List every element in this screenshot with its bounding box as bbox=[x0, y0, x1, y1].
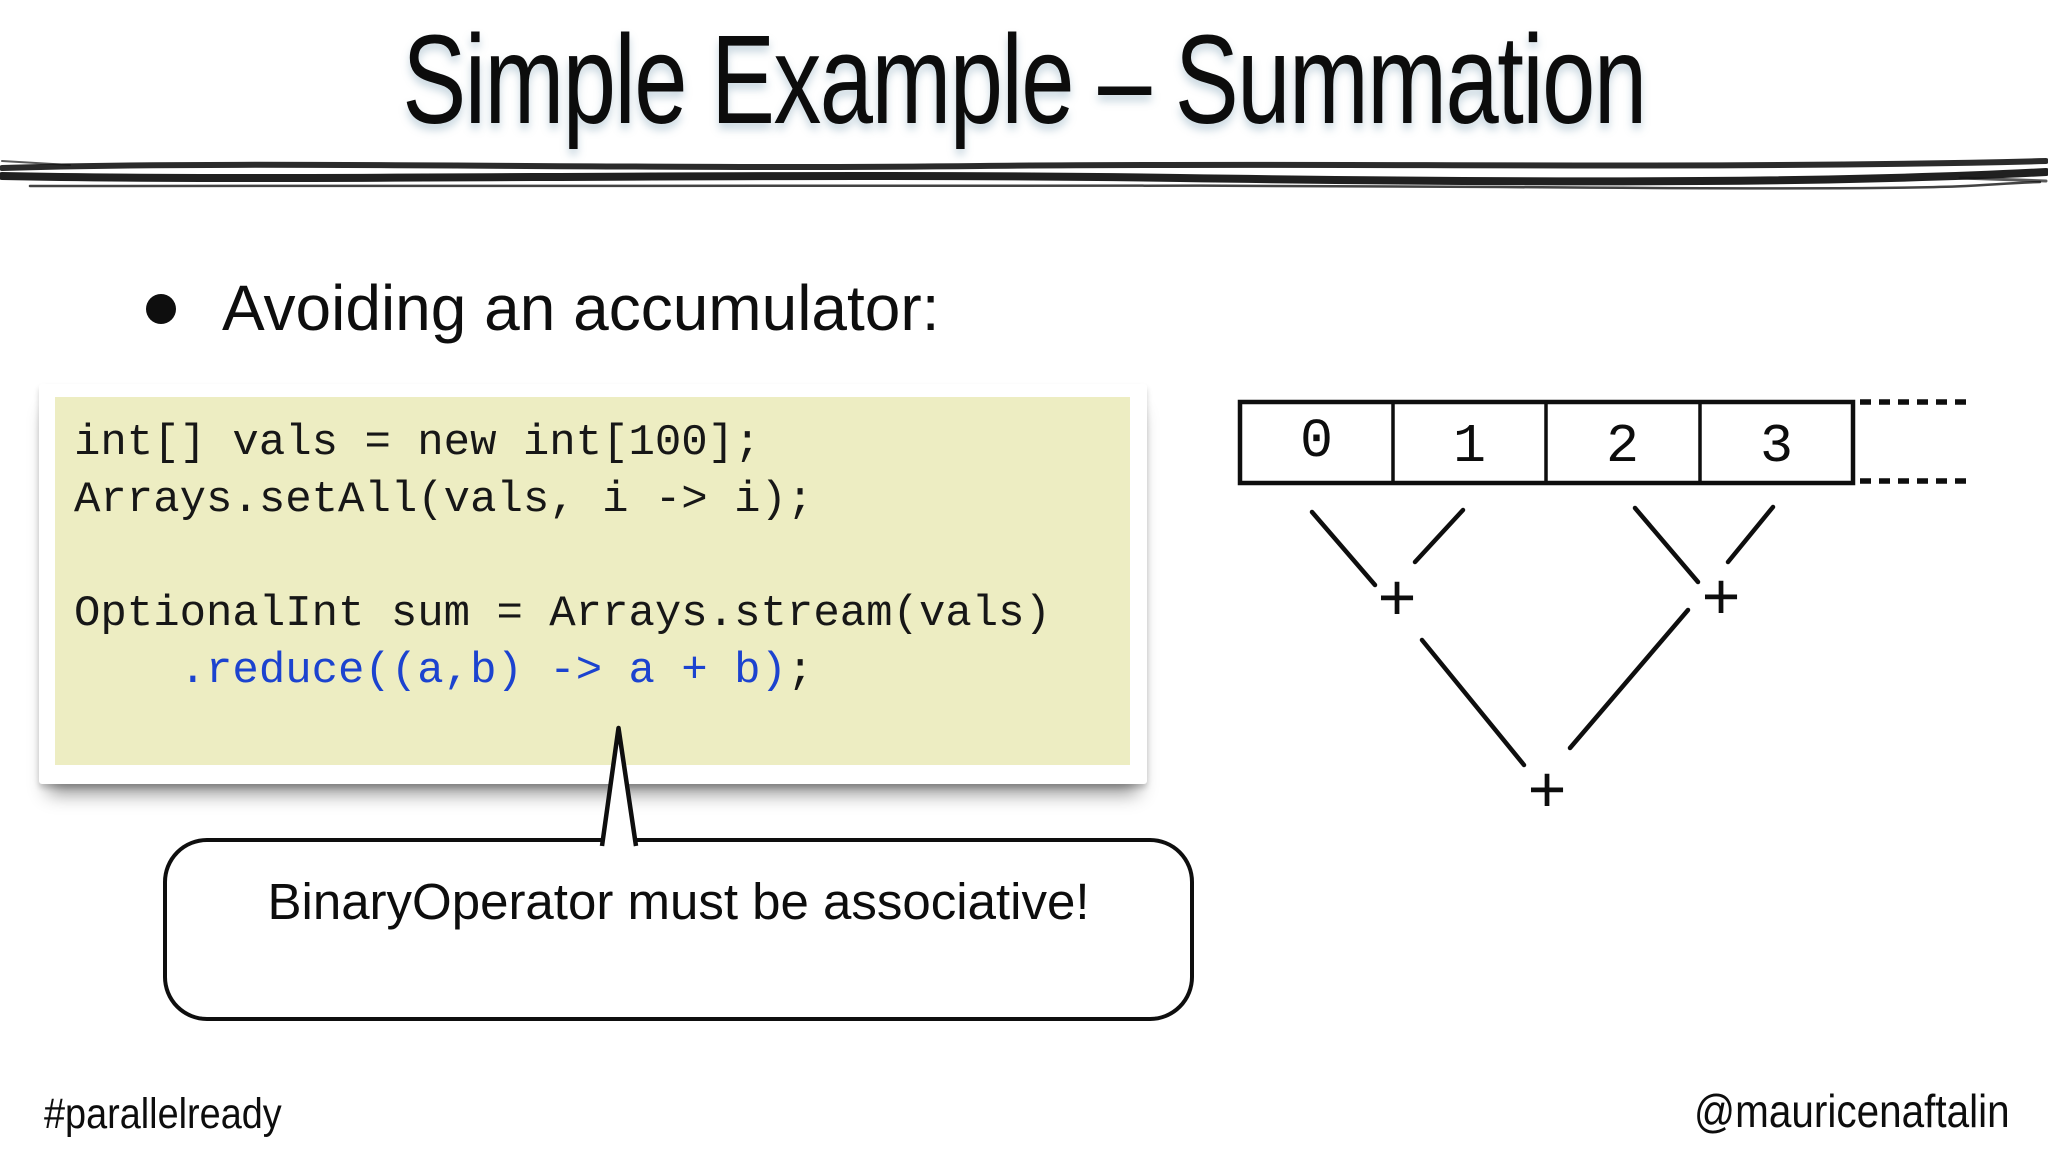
array-cell-2: 2 bbox=[1605, 415, 1639, 478]
sketchy-divider bbox=[0, 158, 2048, 190]
callout-text: BinaryOperator must be associative! bbox=[267, 873, 1090, 930]
plus-node-right: + bbox=[1701, 564, 1741, 639]
code-line-blank bbox=[74, 529, 1130, 586]
array-cell-1: 1 bbox=[1452, 415, 1486, 478]
code-line-5-reduce: .reduce((a,b) -> a + b) bbox=[179, 646, 787, 696]
callout-bubble: BinaryOperator must be associative! bbox=[163, 838, 1194, 1021]
code-line-4: OptionalInt sum = Arrays.stream(vals) bbox=[74, 589, 1051, 639]
code-line-2: Arrays.setAll(vals, i -> i); bbox=[74, 475, 814, 525]
array-cell-3: 3 bbox=[1759, 415, 1793, 478]
code-line-1: int[] vals = new int[100]; bbox=[74, 418, 761, 468]
code-line-5: .reduce((a,b) -> a + b); bbox=[74, 643, 1130, 700]
tree-edges bbox=[1309, 504, 1776, 768]
array-cell-0: 0 bbox=[1299, 410, 1333, 473]
hashtag-footer: #parallelready bbox=[44, 1090, 282, 1138]
code-line-5-semicolon: ; bbox=[786, 646, 814, 696]
code-text: int[] vals = new int[100]; Arrays.setAll… bbox=[74, 415, 1130, 700]
slide-title: Simple Example – Summation bbox=[402, 9, 1647, 150]
plus-node-root: + bbox=[1527, 757, 1567, 832]
bullet-text: Avoiding an accumulator: bbox=[222, 272, 940, 344]
code-card: int[] vals = new int[100]; Arrays.setAll… bbox=[39, 384, 1147, 784]
twitter-handle-footer: @mauricenaftalin bbox=[1694, 1085, 2010, 1137]
code-line-5-indent bbox=[74, 646, 180, 696]
bullet-dot bbox=[146, 294, 176, 324]
plus-node-left: + bbox=[1377, 565, 1417, 640]
code-box: int[] vals = new int[100]; Arrays.setAll… bbox=[55, 397, 1130, 765]
